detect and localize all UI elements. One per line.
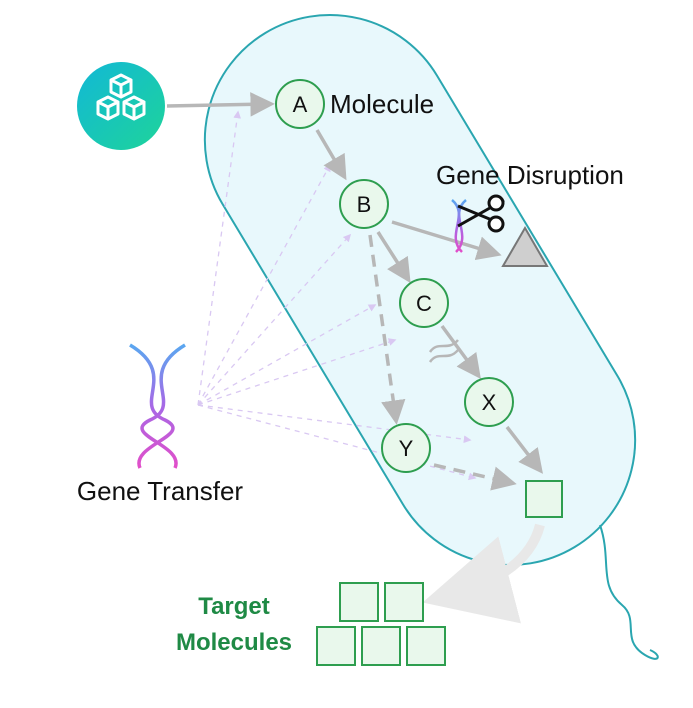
triangle-icon: [501, 226, 549, 267]
arrow-source-to-a: [166, 92, 275, 117]
gene-transfer-label: Gene Transfer: [77, 476, 244, 506]
output-arrow: [422, 523, 545, 624]
break-icon: [428, 339, 459, 363]
pathway-arrows: [166, 92, 543, 491]
cubes-icon: [77, 62, 165, 150]
node-c-label: C: [416, 291, 432, 316]
dna-helix-icon: [129, 343, 186, 469]
target-square: [316, 626, 356, 666]
arrow-y-to-product: [433, 463, 517, 491]
gene-disruption-label: Gene Disruption: [436, 160, 624, 190]
arrow-a-to-b: [315, 129, 347, 181]
target-label-line2: Molecules: [176, 629, 292, 656]
node-x: X: [464, 377, 514, 427]
target-label-line1: Target: [198, 593, 270, 620]
target-square: [384, 582, 424, 622]
arrow-c-to-x: [440, 324, 481, 379]
node-x-label: X: [482, 390, 497, 415]
target-molecules-stack: [316, 582, 446, 666]
node-b-label: B: [357, 192, 372, 217]
flagellum: [599, 524, 659, 660]
arrow-b-to-y: [368, 234, 406, 425]
target-square: [361, 626, 401, 666]
scissors-icon: [457, 194, 505, 233]
gene-transfer-lines: [197, 110, 477, 481]
node-y-label: Y: [399, 436, 414, 461]
arrow-b-to-c: [376, 231, 411, 284]
target-square: [339, 582, 379, 622]
node-y: Y: [381, 423, 431, 473]
target-square: [406, 626, 446, 666]
arrow-x-to-product: [505, 425, 543, 474]
node-a: A: [275, 79, 325, 129]
molecule-label: Molecule: [330, 89, 434, 119]
arrow-b-to-triangle: [391, 220, 502, 261]
node-c: C: [399, 278, 449, 328]
square-icon: [525, 480, 563, 518]
node-b: B: [339, 179, 389, 229]
node-a-label: A: [293, 92, 308, 117]
